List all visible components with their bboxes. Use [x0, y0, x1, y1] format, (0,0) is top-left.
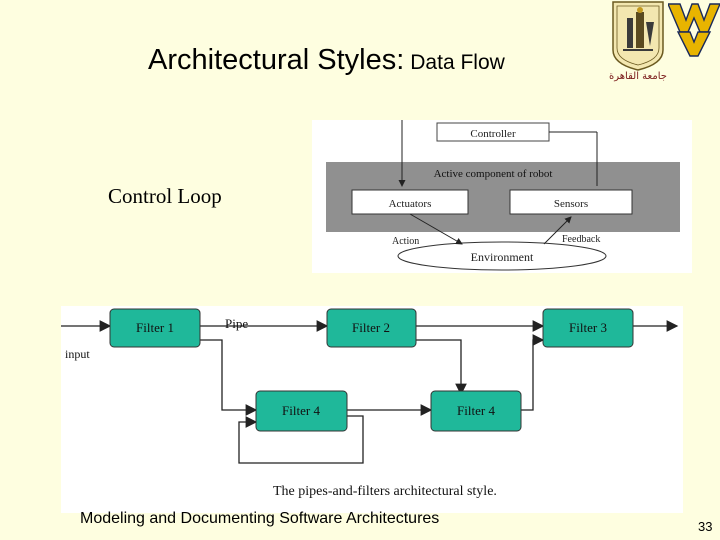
pipes-caption: The pipes-and-filters architectural styl…	[273, 484, 497, 499]
filter-2-box	[326, 308, 417, 348]
filter-4b-label: Filter 4	[457, 403, 495, 418]
environment-ellipse	[397, 241, 607, 271]
control-loop-diagram: Controller Active component of robot Act…	[312, 120, 692, 273]
filter-2-label: Filter 2	[352, 320, 390, 335]
input-label: input	[65, 347, 90, 361]
crest-caption: جامعة القاهرة	[609, 71, 667, 82]
slide-title: Architectural Styles:Data Flow	[148, 44, 505, 77]
feedback-label: Feedback	[562, 234, 600, 245]
footer-text: Modeling and Documenting Software Archit…	[80, 510, 440, 527]
active-component-label: Active component of robot	[434, 168, 553, 180]
wv-flying-logo-icon	[666, 2, 720, 58]
filter-1-label: Filter 1	[136, 320, 174, 335]
environment-label: Environment	[471, 250, 534, 264]
sensors-label: Sensors	[554, 198, 588, 210]
sensors-box	[509, 189, 633, 215]
slide-title-main: Architectural Styles:	[148, 44, 405, 76]
filter-4b-box	[430, 390, 522, 432]
slide-title-sub: Data Flow	[410, 51, 505, 74]
actuators-label: Actuators	[389, 198, 432, 210]
filter-4-box	[255, 390, 348, 432]
page-number: 33	[698, 519, 713, 534]
filter-1-box	[109, 308, 201, 348]
filter-3-label: Filter 3	[569, 320, 607, 335]
controller-label: Controller	[470, 128, 516, 140]
pipe-label: Pipe	[225, 316, 248, 331]
control-loop-label: Control Loop	[108, 184, 222, 208]
filter-4-label: Filter 4	[282, 403, 320, 418]
university-crest-icon: جامعة القاهرة	[609, 0, 667, 82]
action-label: Action	[392, 236, 419, 247]
pipes-and-filters-diagram: Filter 1 Filter 2 Filter 3 Filter 4 Filt…	[61, 306, 683, 513]
filter-3-box	[542, 308, 634, 348]
